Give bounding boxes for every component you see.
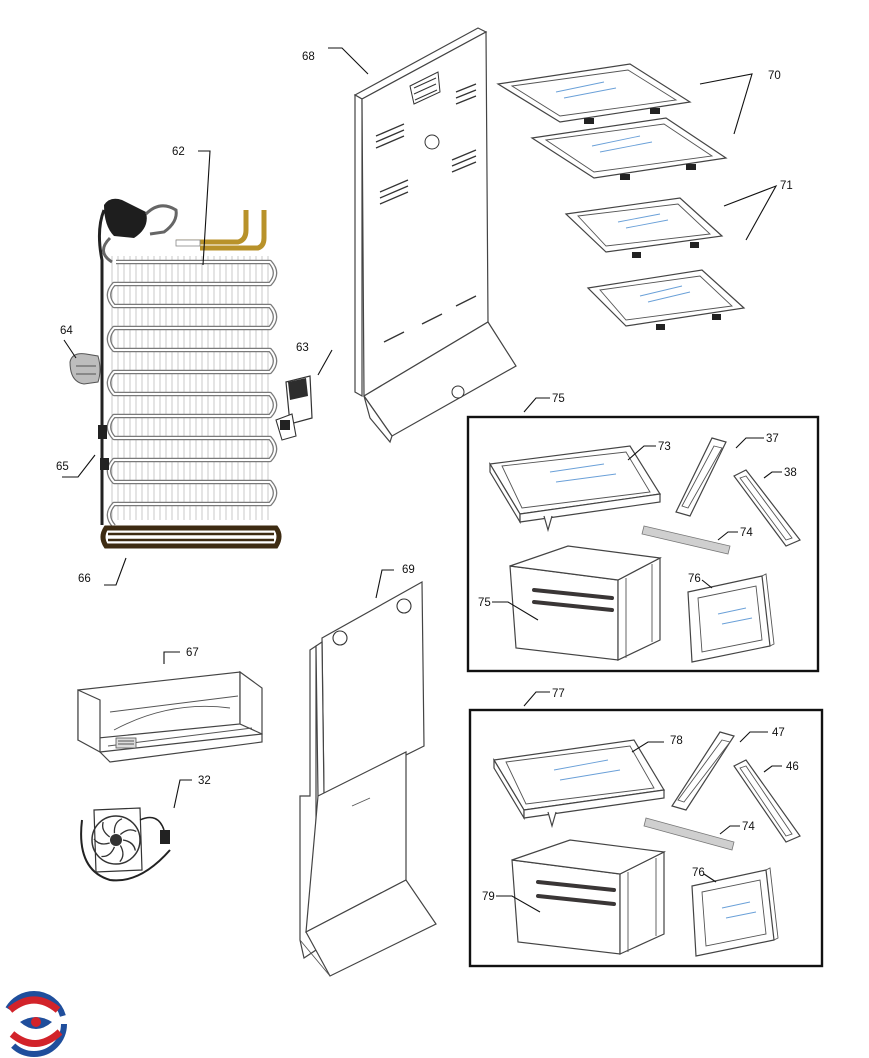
label-38: 38 [784, 467, 797, 479]
label-79: 79 [482, 891, 495, 903]
label-68: 68 [302, 51, 315, 63]
label-74-lower: 74 [742, 821, 755, 833]
label-46: 46 [786, 761, 799, 773]
label-47: 47 [772, 727, 785, 739]
label-62: 62 [172, 146, 185, 158]
label-78: 78 [670, 735, 683, 747]
label-67: 67 [186, 647, 199, 659]
part-68-rear-panel [353, 27, 517, 444]
part-64-clamp [69, 353, 101, 385]
part-74-trim-strip [641, 525, 731, 555]
part-76-drawer-front [687, 573, 775, 663]
part-46-slide-rail [733, 759, 801, 843]
part-78-crisper-cover [493, 739, 665, 829]
crisper-assembly-75-box [466, 415, 820, 673]
label-65: 65 [56, 461, 69, 473]
part-69-freezer-panel [299, 580, 437, 977]
label-66: 66 [78, 573, 91, 585]
parts-71-glass-shelves [564, 197, 746, 330]
label-32: 32 [198, 775, 211, 787]
label-70: 70 [768, 70, 781, 82]
label-63: 63 [296, 342, 309, 354]
label-76-upper: 76 [688, 573, 701, 585]
part-37-slide-rail [675, 437, 727, 517]
crisper-assembly-77-box [468, 708, 824, 968]
part-74-trim-strip-lower [643, 817, 735, 851]
part-65-clips [98, 425, 109, 470]
label-37: 37 [766, 433, 779, 445]
part-79-crisper-drawer [511, 839, 667, 955]
condenser-coil [97, 198, 282, 549]
parts-70-glass-shelves [496, 63, 728, 180]
part-32-fan-motor [80, 807, 171, 882]
part-76-drawer-front-lower [691, 867, 779, 957]
part-38-slide-rail [733, 469, 801, 547]
label-75-top: 75 [552, 393, 565, 405]
part-47-slide-rail [671, 731, 735, 811]
part-67-evaporator-tray [77, 670, 263, 763]
label-76-lower: 76 [692, 867, 705, 879]
label-75-drawer: 75 [478, 597, 491, 609]
label-74-upper: 74 [740, 527, 753, 539]
part-number-labels: 62 63 64 65 66 67 32 68 69 70 71 75 73 3… [56, 51, 799, 903]
label-77: 77 [552, 688, 565, 700]
part-75-crisper-drawer [509, 545, 662, 661]
label-73: 73 [658, 441, 671, 453]
label-69: 69 [402, 564, 415, 576]
part-73-crisper-cover [489, 445, 661, 533]
label-71: 71 [780, 180, 793, 192]
brand-swirl-icon [1, 991, 67, 1057]
label-64: 64 [60, 325, 73, 337]
part-63-drier [275, 375, 313, 441]
